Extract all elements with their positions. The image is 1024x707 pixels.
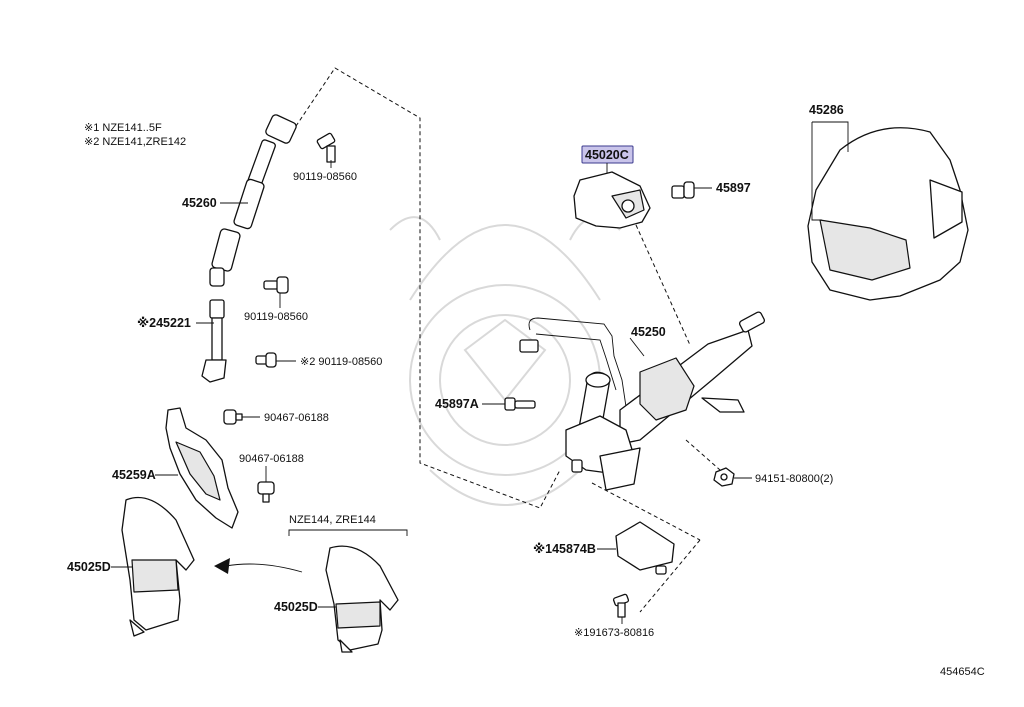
shaft-45221: [201, 299, 227, 383]
label-90119-upper: 90119-08560: [293, 171, 357, 183]
label-90467-upper: 90467-06188: [264, 412, 329, 424]
label-45250: 45250: [631, 325, 666, 339]
note-2: ※2 NZE141,ZRE142: [84, 136, 186, 148]
arrow-icon: [214, 558, 303, 574]
label-45874b: ※145874B: [533, 542, 596, 556]
highlight-45020c: [581, 145, 634, 164]
watermark-emblem: [389, 216, 621, 506]
column-cover-45025d-right: [325, 545, 399, 653]
label-45897: 45897: [716, 181, 751, 195]
bracket-45874b: [615, 521, 675, 575]
label-90119-lower: ※2 90119-08560: [300, 356, 382, 368]
note-1: ※1 NZE141..5F: [84, 122, 162, 134]
bolt-90119-lower: [255, 352, 277, 368]
switch-part-45020c: [573, 171, 651, 229]
label-45221: ※245221: [137, 316, 191, 330]
diagram-code: 454654C: [940, 666, 985, 678]
variant-label: NZE144, ZRE144: [289, 514, 376, 526]
steering-column-assembly-45250: [519, 311, 766, 491]
label-90467-lower: 90467-06188: [239, 453, 304, 465]
bolt-90119-middle: [263, 276, 289, 294]
steering-column-cover-45286: [807, 127, 969, 301]
assembly-dashed-lines: [291, 67, 721, 613]
bolt-90119-upper: [316, 132, 336, 163]
label-45020c[interactable]: 45020C: [585, 148, 629, 162]
bolt-90467-upper: [223, 409, 243, 425]
nut-94151: [713, 467, 735, 487]
label-45897a: 45897A: [435, 397, 479, 411]
bolt-90467-lower: [257, 481, 275, 503]
label-45260: 45260: [182, 196, 217, 210]
bolt-91673: [612, 593, 630, 618]
bolt-45897: [671, 181, 695, 199]
bolt-45897a: [504, 397, 536, 411]
column-cover-45025d-left: [121, 496, 195, 637]
column-cover-45259a: [165, 407, 239, 529]
label-94151: 94151-80800(2): [755, 473, 833, 485]
label-91673: ※191673-80816: [574, 627, 654, 639]
label-90119-middle: 90119-08560: [244, 311, 308, 323]
label-45286: 45286: [809, 103, 844, 117]
label-45025d-left: 45025D: [67, 560, 111, 574]
label-45259a: 45259A: [112, 468, 156, 482]
label-45025d-right: 45025D: [274, 600, 318, 614]
intermediate-shaft-45260: [209, 114, 297, 287]
